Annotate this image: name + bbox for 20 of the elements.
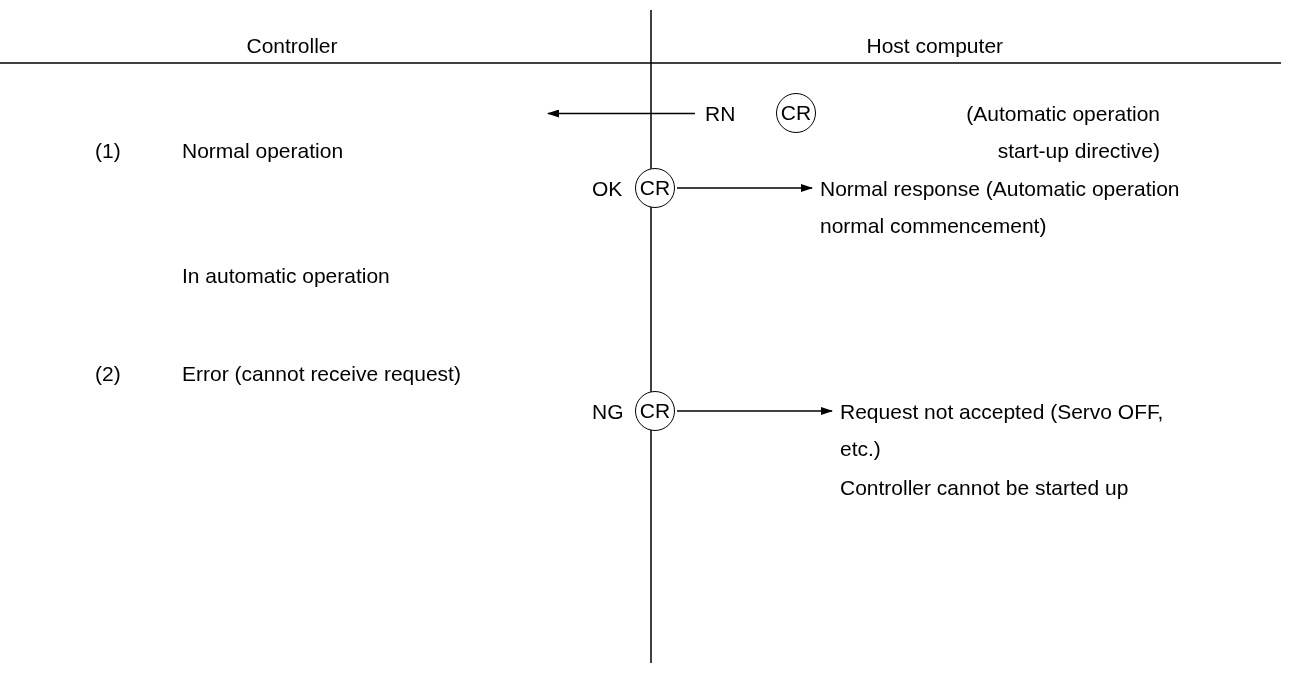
response-text: Request not accepted (Servo OFF, etc.)	[840, 393, 1185, 467]
circled-symbol: CR	[776, 93, 816, 133]
case-number: (2)	[95, 361, 121, 387]
command-text: OK	[592, 170, 623, 207]
case-number: (1)	[95, 138, 121, 164]
case-title: Error (cannot receive request)	[182, 361, 461, 387]
arrow	[676, 407, 833, 415]
column-header: Controller	[246, 33, 338, 59]
command-text: RN	[705, 95, 736, 132]
status-text: In automatic operation	[182, 263, 390, 289]
case-title: Normal operation	[182, 138, 344, 164]
arrow	[547, 109, 696, 118]
circled-symbol: CR	[635, 168, 675, 208]
circled-symbol: CR	[635, 391, 675, 431]
command-text: NG	[592, 393, 624, 430]
note-text: Controller cannot be started up	[840, 475, 1129, 501]
command-description: (Automatic operation start-up directive)	[965, 101, 1160, 164]
response-text: Normal response (Automatic operation normal commencement)	[820, 170, 1180, 244]
column-header: Host computer	[866, 33, 1004, 59]
arrow	[676, 184, 813, 192]
